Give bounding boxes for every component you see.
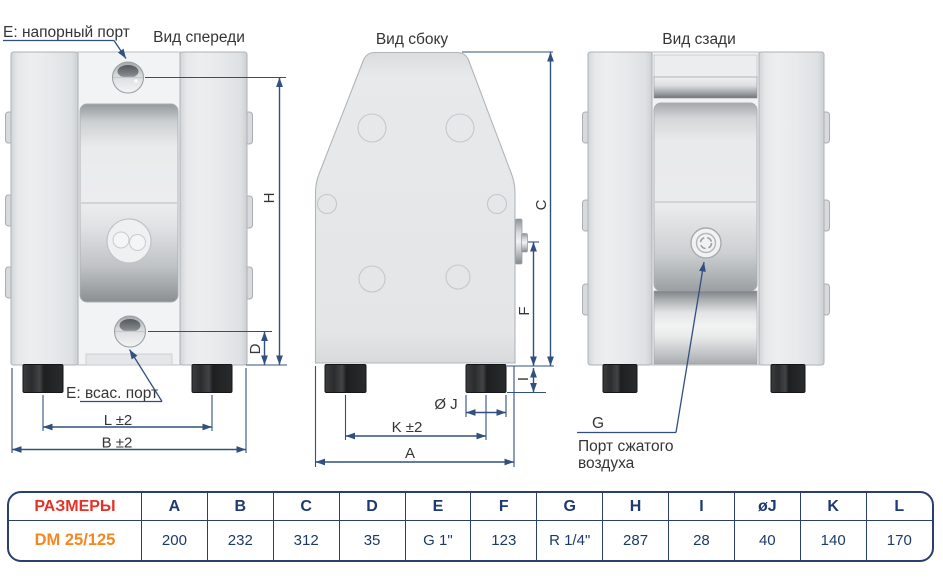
side-view-dimensions: C F I Ø J K ±2 A <box>314 51 554 467</box>
front-view-left-column <box>10 51 79 366</box>
table-cell-k: 40 <box>733 520 801 560</box>
discharge-port-leader <box>113 40 127 59</box>
table-cell-f: 123 <box>470 520 538 560</box>
side-view-air-fitting <box>515 218 528 265</box>
side-dim-oj-label: Ø J <box>434 396 457 413</box>
table-cell-d: 35 <box>338 520 406 560</box>
table-cell-h: 287 <box>602 520 669 560</box>
table-header-b: B <box>206 493 274 521</box>
front-view-center-hub <box>106 218 152 264</box>
table-header-k: K <box>799 493 867 521</box>
table-cell-b: 232 <box>206 520 274 560</box>
front-view-discharge-port <box>111 61 145 94</box>
side-view-right-foot <box>465 364 507 393</box>
rear-view-bottom-roller <box>653 290 758 365</box>
rear-view-right-column <box>758 51 825 366</box>
table-header-l: L <box>865 493 932 521</box>
side-view-left-foot <box>324 364 367 393</box>
rear-view-top-roller <box>653 54 758 99</box>
front-dim-l-label: L ±2 <box>104 412 133 429</box>
table-cell-l: 170 <box>865 520 932 560</box>
suction-port-label: E: всас. порт <box>66 385 158 402</box>
rear-view-chamber <box>653 102 758 292</box>
side-dim-f-label: F <box>516 306 533 315</box>
rear-view-left-column <box>587 51 653 366</box>
front-view-left-foot <box>22 364 64 393</box>
suction-port-leader <box>128 349 163 402</box>
air-port-letter-label: G <box>592 415 604 432</box>
table-cell-i: 28 <box>668 520 735 560</box>
table-header-c: C <box>272 493 340 521</box>
table-header-razmery: РАЗМЕРЫ <box>9 493 142 521</box>
side-view <box>314 51 528 393</box>
front-view-right-foot <box>191 364 233 393</box>
table-header-a: A <box>141 493 208 521</box>
side-dim-c-label: C <box>533 199 550 210</box>
dimensions-table: РАЗМЕРЫ A B C D E F G H I øJ K L DM 25/1… <box>7 491 934 562</box>
front-view-dimensions: H D L ±2 B ±2 <box>11 76 287 453</box>
side-dim-k-label: K ±2 <box>392 419 423 436</box>
rear-view <box>582 51 830 393</box>
table-data-row: DM 25/125 200 232 312 35 G 1" 123 R 1/4"… <box>9 520 932 560</box>
table-cell-c: 312 <box>272 520 340 560</box>
front-view <box>5 51 253 393</box>
front-dim-d-label: D <box>247 343 264 354</box>
pump-views-drawing: H D L ±2 B ±2 C F I Ø J K ±2 A Вид спере… <box>3 24 830 472</box>
table-header-i: I <box>668 493 735 521</box>
side-dim-i-label: I <box>515 377 532 381</box>
table-header-h: H <box>602 493 669 521</box>
table-header-oj: øJ <box>733 493 801 521</box>
front-view-title: Вид спереди <box>153 29 245 46</box>
table-cell-a: 200 <box>141 520 208 560</box>
air-port-label-line1: Порт сжатого <box>578 438 674 455</box>
annotations: Вид спереди Вид сбоку Вид сзади E: напор… <box>3 24 736 472</box>
front-view-suction-port <box>113 315 147 348</box>
side-view-bolt-circles <box>316 113 508 293</box>
table-cell-e: G 1" <box>404 520 472 560</box>
rear-view-title: Вид сзади <box>662 31 736 48</box>
table-header-f: F <box>470 493 538 521</box>
table-cell-model: DM 25/125 <box>9 520 142 560</box>
front-dim-h-label: H <box>261 193 278 204</box>
table-cell-kk: 140 <box>799 520 867 560</box>
front-view-bottom-step <box>85 353 173 366</box>
side-view-title: Вид сбоку <box>376 31 449 48</box>
table-cell-g: R 1/4" <box>536 520 604 560</box>
table-header-e: E <box>404 493 472 521</box>
air-port-leader <box>675 261 706 433</box>
air-port-label-line2: воздуха <box>578 455 635 472</box>
rear-view-left-foot <box>602 364 638 393</box>
front-view-right-column <box>179 51 248 366</box>
rear-view-right-foot <box>770 364 806 393</box>
side-dim-a-label: A <box>405 445 415 462</box>
front-dim-b-label: B ±2 <box>102 435 133 452</box>
table-header-row: РАЗМЕРЫ A B C D E F G H I øJ K L <box>9 493 932 521</box>
rear-view-air-port <box>690 227 722 259</box>
side-view-body <box>314 51 516 364</box>
discharge-port-label: E: напорный порт <box>3 24 130 41</box>
table-header-g: G <box>536 493 604 521</box>
table-header-d: D <box>338 493 406 521</box>
